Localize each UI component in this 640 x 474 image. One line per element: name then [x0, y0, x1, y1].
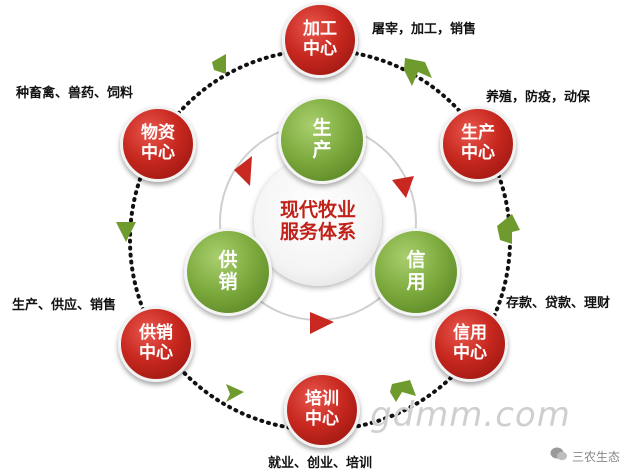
caption-supply: 生产、供应、销售 — [12, 298, 117, 313]
processing-line1: 加工 — [303, 19, 337, 40]
arrow-inner-1 — [234, 156, 252, 186]
inner-arrows — [234, 156, 414, 334]
arrow-outer-2 — [497, 214, 520, 244]
caption-production: 养殖，防疫，动保 — [486, 90, 591, 105]
outer-node-supply: 供销 中心 — [118, 306, 194, 382]
arrow-outer-3 — [390, 380, 416, 402]
outer-node-credit: 信用 中心 — [432, 306, 508, 382]
wechat-icon — [550, 447, 567, 461]
caption-materials: 种畜禽、兽药、饲料 — [16, 86, 134, 101]
training-line1: 培训 — [305, 389, 339, 410]
inner-production-line2: 产 — [312, 139, 332, 161]
outer-node-materials: 物资 中心 — [120, 106, 196, 182]
arrow-outer-5 — [116, 222, 136, 242]
supply-line1: 供销 — [139, 323, 173, 344]
credit-line2: 中心 — [453, 343, 487, 363]
arrow-outer-6 — [212, 54, 226, 74]
training-line2: 中心 — [305, 409, 339, 429]
caption-processing: 屠宰，加工，销售 — [372, 22, 477, 37]
outer-arrows — [116, 54, 520, 402]
processing-line2: 中心 — [303, 39, 337, 59]
inner-production-line1: 生 — [312, 117, 332, 140]
watermark: gdmm.com — [370, 395, 571, 435]
materials-line1: 物资 — [141, 123, 175, 144]
inner-credit-line1: 信 — [406, 249, 426, 272]
caption-training: 就业、创业、培训 — [268, 456, 373, 471]
production-line2: 中心 — [461, 143, 495, 163]
inner-node-supply: 供 销 — [184, 228, 272, 316]
outer-node-processing: 加工 中心 — [282, 2, 358, 78]
arrow-inner-3 — [310, 312, 334, 334]
inner-supply-line2: 销 — [218, 271, 238, 293]
credit-line1: 信用 — [453, 323, 487, 344]
supply-line2: 中心 — [139, 343, 173, 363]
arrow-inner-2 — [392, 176, 414, 198]
inner-supply-line1: 供 — [218, 249, 238, 272]
caption-credit: 存款、贷款、理财 — [506, 296, 611, 311]
arrow-outer-1 — [404, 58, 432, 86]
materials-line2: 中心 — [141, 143, 175, 163]
arrow-outer-4 — [226, 384, 244, 402]
center-line2: 服务体系 — [279, 221, 356, 243]
inner-node-production: 生 产 — [278, 96, 366, 184]
inner-credit-line2: 用 — [406, 271, 426, 293]
inner-node-credit: 信 用 — [372, 228, 460, 316]
production-line1: 生产 — [461, 123, 495, 144]
outer-node-production: 生产 中心 — [440, 106, 516, 182]
brand-label: 三农生态 — [572, 450, 621, 464]
outer-node-training: 培训 中心 — [284, 372, 360, 448]
center-line1: 现代牧业 — [279, 199, 356, 222]
